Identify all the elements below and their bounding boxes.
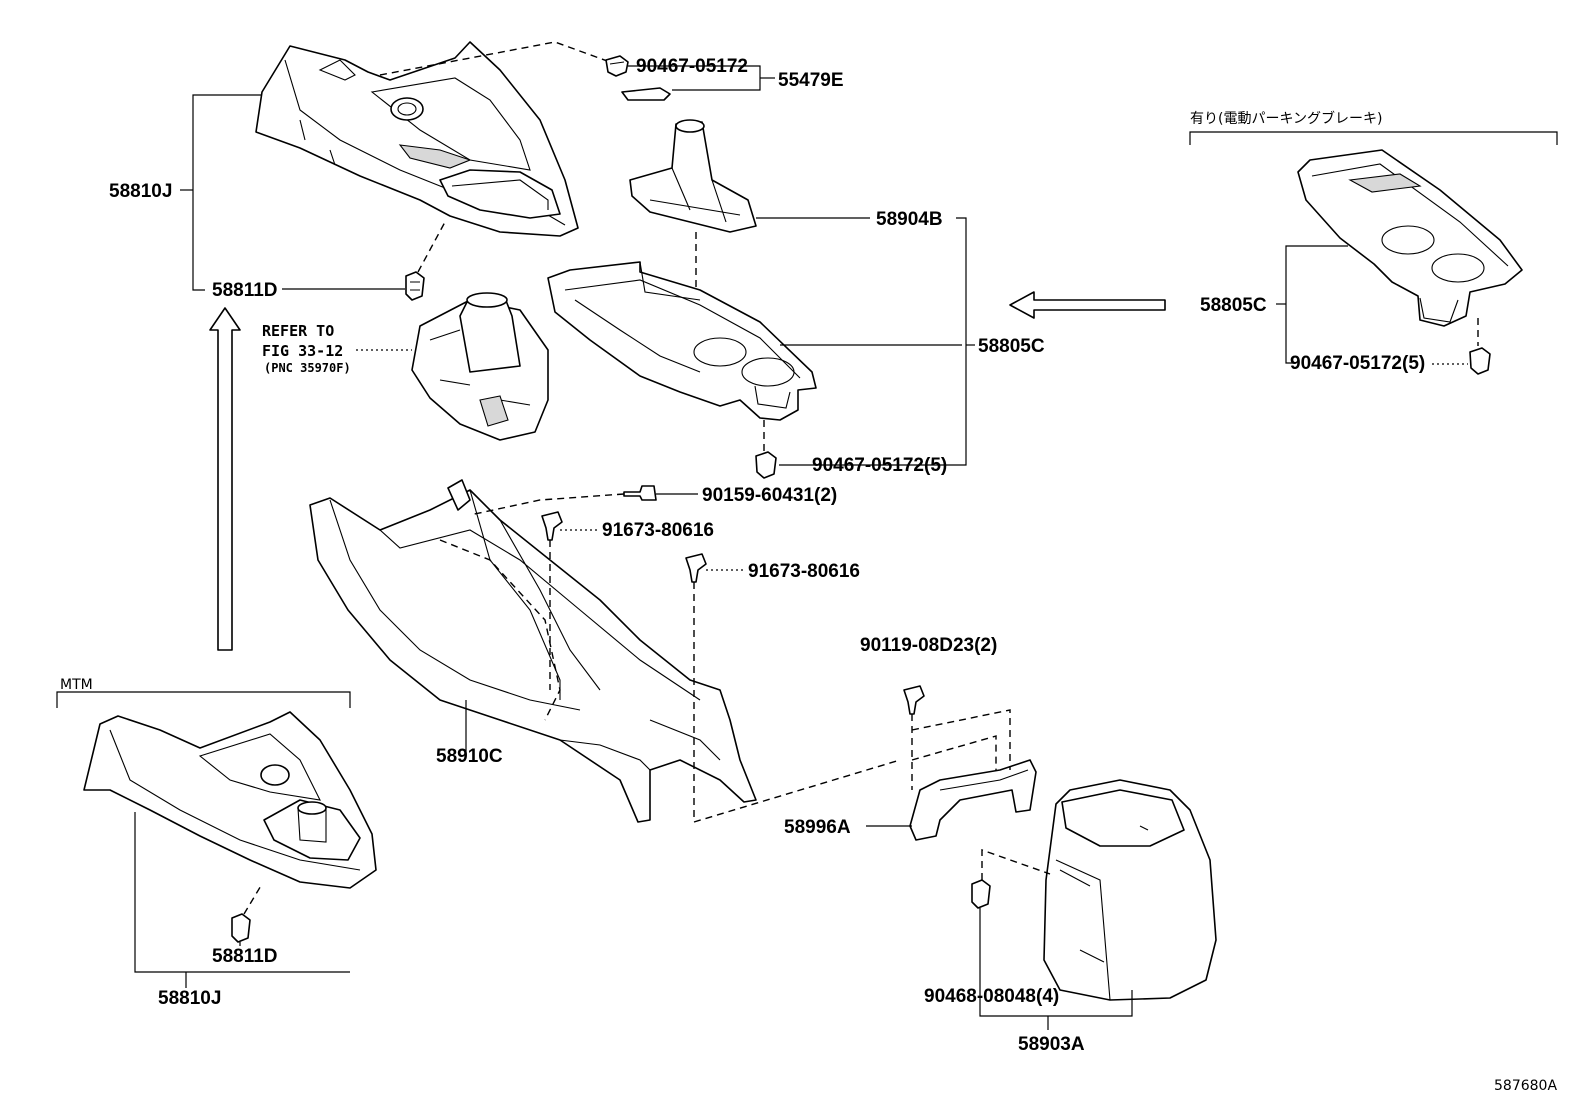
refer-line-3: (PNC 35970F) <box>264 361 351 375</box>
shift-boot-58904B <box>629 119 757 233</box>
group-title-mtm: MTM <box>60 677 93 693</box>
trim-piece-55479E <box>621 87 671 101</box>
refer-line-2: FIG 33-12 <box>262 342 343 360</box>
arrow-left <box>1009 291 1166 319</box>
leader-58805C-bracket <box>779 217 967 466</box>
label-58910C: 58910C <box>436 746 503 767</box>
clip-right <box>1469 347 1491 375</box>
label-58811D-top: 58811D <box>212 280 278 301</box>
rear-console-box-58903A <box>1043 779 1217 1001</box>
leader-58810J-bracket <box>192 94 262 291</box>
label-58904B: 58904B <box>876 209 943 230</box>
clip-90468-08048 <box>971 879 991 909</box>
label-90467-05172-5-right: 90467-05172(5) <box>1290 353 1425 374</box>
label-91673-80616-a: 91673-80616 <box>602 520 714 541</box>
label-58903A: 58903A <box>1018 1034 1085 1055</box>
bolt-91673-a <box>541 511 563 541</box>
dash-clip-top <box>417 221 446 273</box>
label-58805C-right: 58805C <box>1200 295 1267 316</box>
label-58996A: 58996A <box>784 817 851 838</box>
label-90467-05172-top: 90467-05172 <box>636 56 748 77</box>
clip-mid <box>755 451 777 479</box>
dash-clip-90468 <box>981 849 1051 880</box>
leader-58805C-right-bracket <box>1285 245 1348 364</box>
arrow-up <box>209 307 241 651</box>
label-90159-60431-2: 90159-60431(2) <box>702 485 837 506</box>
leader-58903A-bracket <box>979 908 1133 1017</box>
dash-screw-90119 <box>911 709 1011 790</box>
label-90468-08048-4: 90468-08048(4) <box>924 986 1059 1007</box>
screw-90119-08D23 <box>903 685 925 715</box>
bolt-91673-b <box>685 553 707 583</box>
label-90119-08D23-2: 90119-08D23(2) <box>860 635 997 656</box>
figure-id: 587680A <box>1494 1078 1557 1094</box>
label-91673-80616-b: 91673-80616 <box>748 561 860 582</box>
leader-dash-top <box>379 41 611 76</box>
clip-top <box>605 55 629 77</box>
cup-holder-tray-mid <box>547 261 817 421</box>
bracket-mtm <box>56 691 351 708</box>
dash-clip-bottom <box>243 883 263 915</box>
bracket-58996A <box>909 759 1037 841</box>
dash-screw-90159 <box>469 493 625 516</box>
cup-holder-tray-right <box>1297 149 1523 327</box>
shift-lever-assembly <box>411 292 549 441</box>
label-58811D-bottom: 58811D <box>212 946 278 967</box>
upper-console-bezel <box>255 41 579 237</box>
label-90467-05172-5-mid: 90467-05172(5) <box>812 455 947 476</box>
label-58810J-top: 58810J <box>109 181 172 202</box>
label-55479E: 55479E <box>778 70 844 91</box>
leader-58810J-bottom-bracket <box>134 812 350 973</box>
label-58805C-mid: 58805C <box>978 336 1045 357</box>
main-console-body <box>309 479 757 823</box>
group-title-parking-brake: 有り(電動パーキングブレーキ) <box>1190 110 1383 127</box>
label-58810J-bottom: 58810J <box>158 988 221 1009</box>
refer-line-1: REFER TO <box>262 322 334 340</box>
screw-90159-60431 <box>623 485 657 501</box>
dash-bolt-b <box>693 582 901 823</box>
clip-58811D-bottom <box>231 913 251 943</box>
lower-console-bezel-mtm <box>83 711 377 889</box>
bracket-parking-brake <box>1189 131 1558 145</box>
clip-58811D-top <box>405 271 425 301</box>
